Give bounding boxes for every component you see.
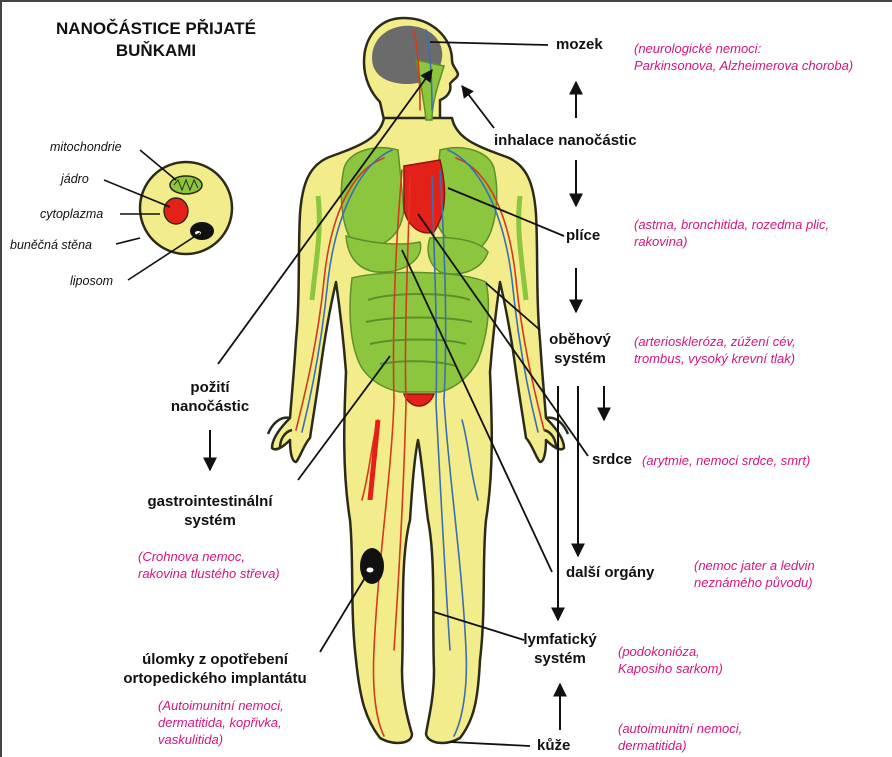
disease-skin-2: dermatitida) — [618, 737, 742, 754]
label-lymphatic-2: systém — [510, 649, 610, 668]
label-gi: gastrointestinální systém — [128, 492, 292, 530]
disease-implant: (Autoimunitní nemoci, dermatitida, kopři… — [158, 697, 284, 748]
label-heart: srdce — [592, 450, 632, 469]
label-circulatory: oběhový systém — [540, 330, 620, 368]
disease-lymphatic-2: Kaposiho sarkom) — [618, 660, 723, 677]
disease-other-organs-2: neznámého původu) — [694, 574, 815, 591]
label-liposome: liposom — [70, 274, 113, 289]
disease-implant-2: dermatitida, kopřivka, — [158, 714, 284, 731]
label-lungs: plíce — [566, 226, 600, 245]
disease-implant-3: vaskulitida) — [158, 731, 284, 748]
disease-other-organs-1: (nemoc jater a ledvin — [694, 557, 815, 574]
label-cytoplasm: cytoplazma — [40, 207, 103, 222]
label-ingestion-2: nanočástic — [150, 397, 270, 416]
disease-brain-1: (neurologické nemoci: — [634, 40, 853, 57]
cell-illustration — [140, 162, 232, 254]
disease-circulatory-2: trombus, vysoký krevní tlak) — [634, 350, 796, 367]
label-gi-1: gastrointestinální — [128, 492, 292, 511]
disease-lungs: (astma, bronchitida, rozedma plic, rakov… — [634, 216, 829, 250]
disease-gi: (Crohnova nemoc, rakovina tlustého střev… — [138, 548, 280, 582]
label-implant: úlomky z opotřebení ortopedického implan… — [102, 650, 328, 688]
disease-heart-1: (arytmie, nemoci srdce, smrt) — [642, 452, 810, 469]
label-implant-1: úlomky z opotřebení — [102, 650, 328, 669]
label-lymphatic-1: lymfatický — [510, 630, 610, 649]
label-circulatory-2: systém — [540, 349, 620, 368]
disease-gi-1: (Crohnova nemoc, — [138, 548, 280, 565]
disease-brain: (neurologické nemoci: Parkinsonova, Alzh… — [634, 40, 853, 74]
title-line-2: BUŇKAMI — [36, 40, 276, 62]
label-inhalation: inhalace nanočástic — [494, 131, 637, 150]
disease-heart: (arytmie, nemoci srdce, smrt) — [642, 452, 810, 469]
page-title: NANOČÁSTICE PŘIJATÉ BUŇKAMI — [36, 18, 276, 62]
disease-brain-2: Parkinsonova, Alzheimerova choroba) — [634, 57, 853, 74]
intestines — [350, 272, 488, 392]
label-implant-2: ortopedického implantátu — [102, 669, 328, 688]
label-cell-wall: buněčná stěna — [10, 238, 92, 253]
disease-lungs-1: (astma, bronchitida, rozedma plic, — [634, 216, 829, 233]
label-nucleus: jádro — [61, 172, 89, 187]
disease-other-organs: (nemoc jater a ledvin neznámého původu) — [694, 557, 815, 591]
label-brain: mozek — [556, 35, 603, 54]
label-lymphatic: lymfatický systém — [510, 630, 610, 668]
disease-lungs-2: rakovina) — [634, 233, 829, 250]
label-circulatory-1: oběhový — [540, 330, 620, 349]
title-line-1: NANOČÁSTICE PŘIJATÉ — [36, 18, 276, 40]
label-skin: kůže — [537, 736, 570, 755]
disease-circulatory-1: (arterioskleróza, zúžení cév, — [634, 333, 796, 350]
disease-lymphatic: (podokonióza, Kaposiho sarkom) — [618, 643, 723, 677]
disease-lymphatic-1: (podokonióza, — [618, 643, 723, 660]
label-ingestion: požití nanočástic — [150, 378, 270, 416]
nucleus — [164, 198, 188, 224]
disease-skin-1: (autoimunitní nemoci, — [618, 720, 742, 737]
label-gi-2: systém — [128, 511, 292, 530]
label-other-organs: další orgány — [566, 563, 654, 582]
disease-circulatory: (arterioskleróza, zúžení cév, trombus, v… — [634, 333, 796, 367]
disease-implant-1: (Autoimunitní nemoci, — [158, 697, 284, 714]
disease-skin: (autoimunitní nemoci, dermatitida) — [618, 720, 742, 754]
disease-gi-2: rakovina tlustého střeva) — [138, 565, 280, 582]
label-mitochondria: mitochondrie — [50, 140, 122, 155]
label-ingestion-1: požití — [150, 378, 270, 397]
